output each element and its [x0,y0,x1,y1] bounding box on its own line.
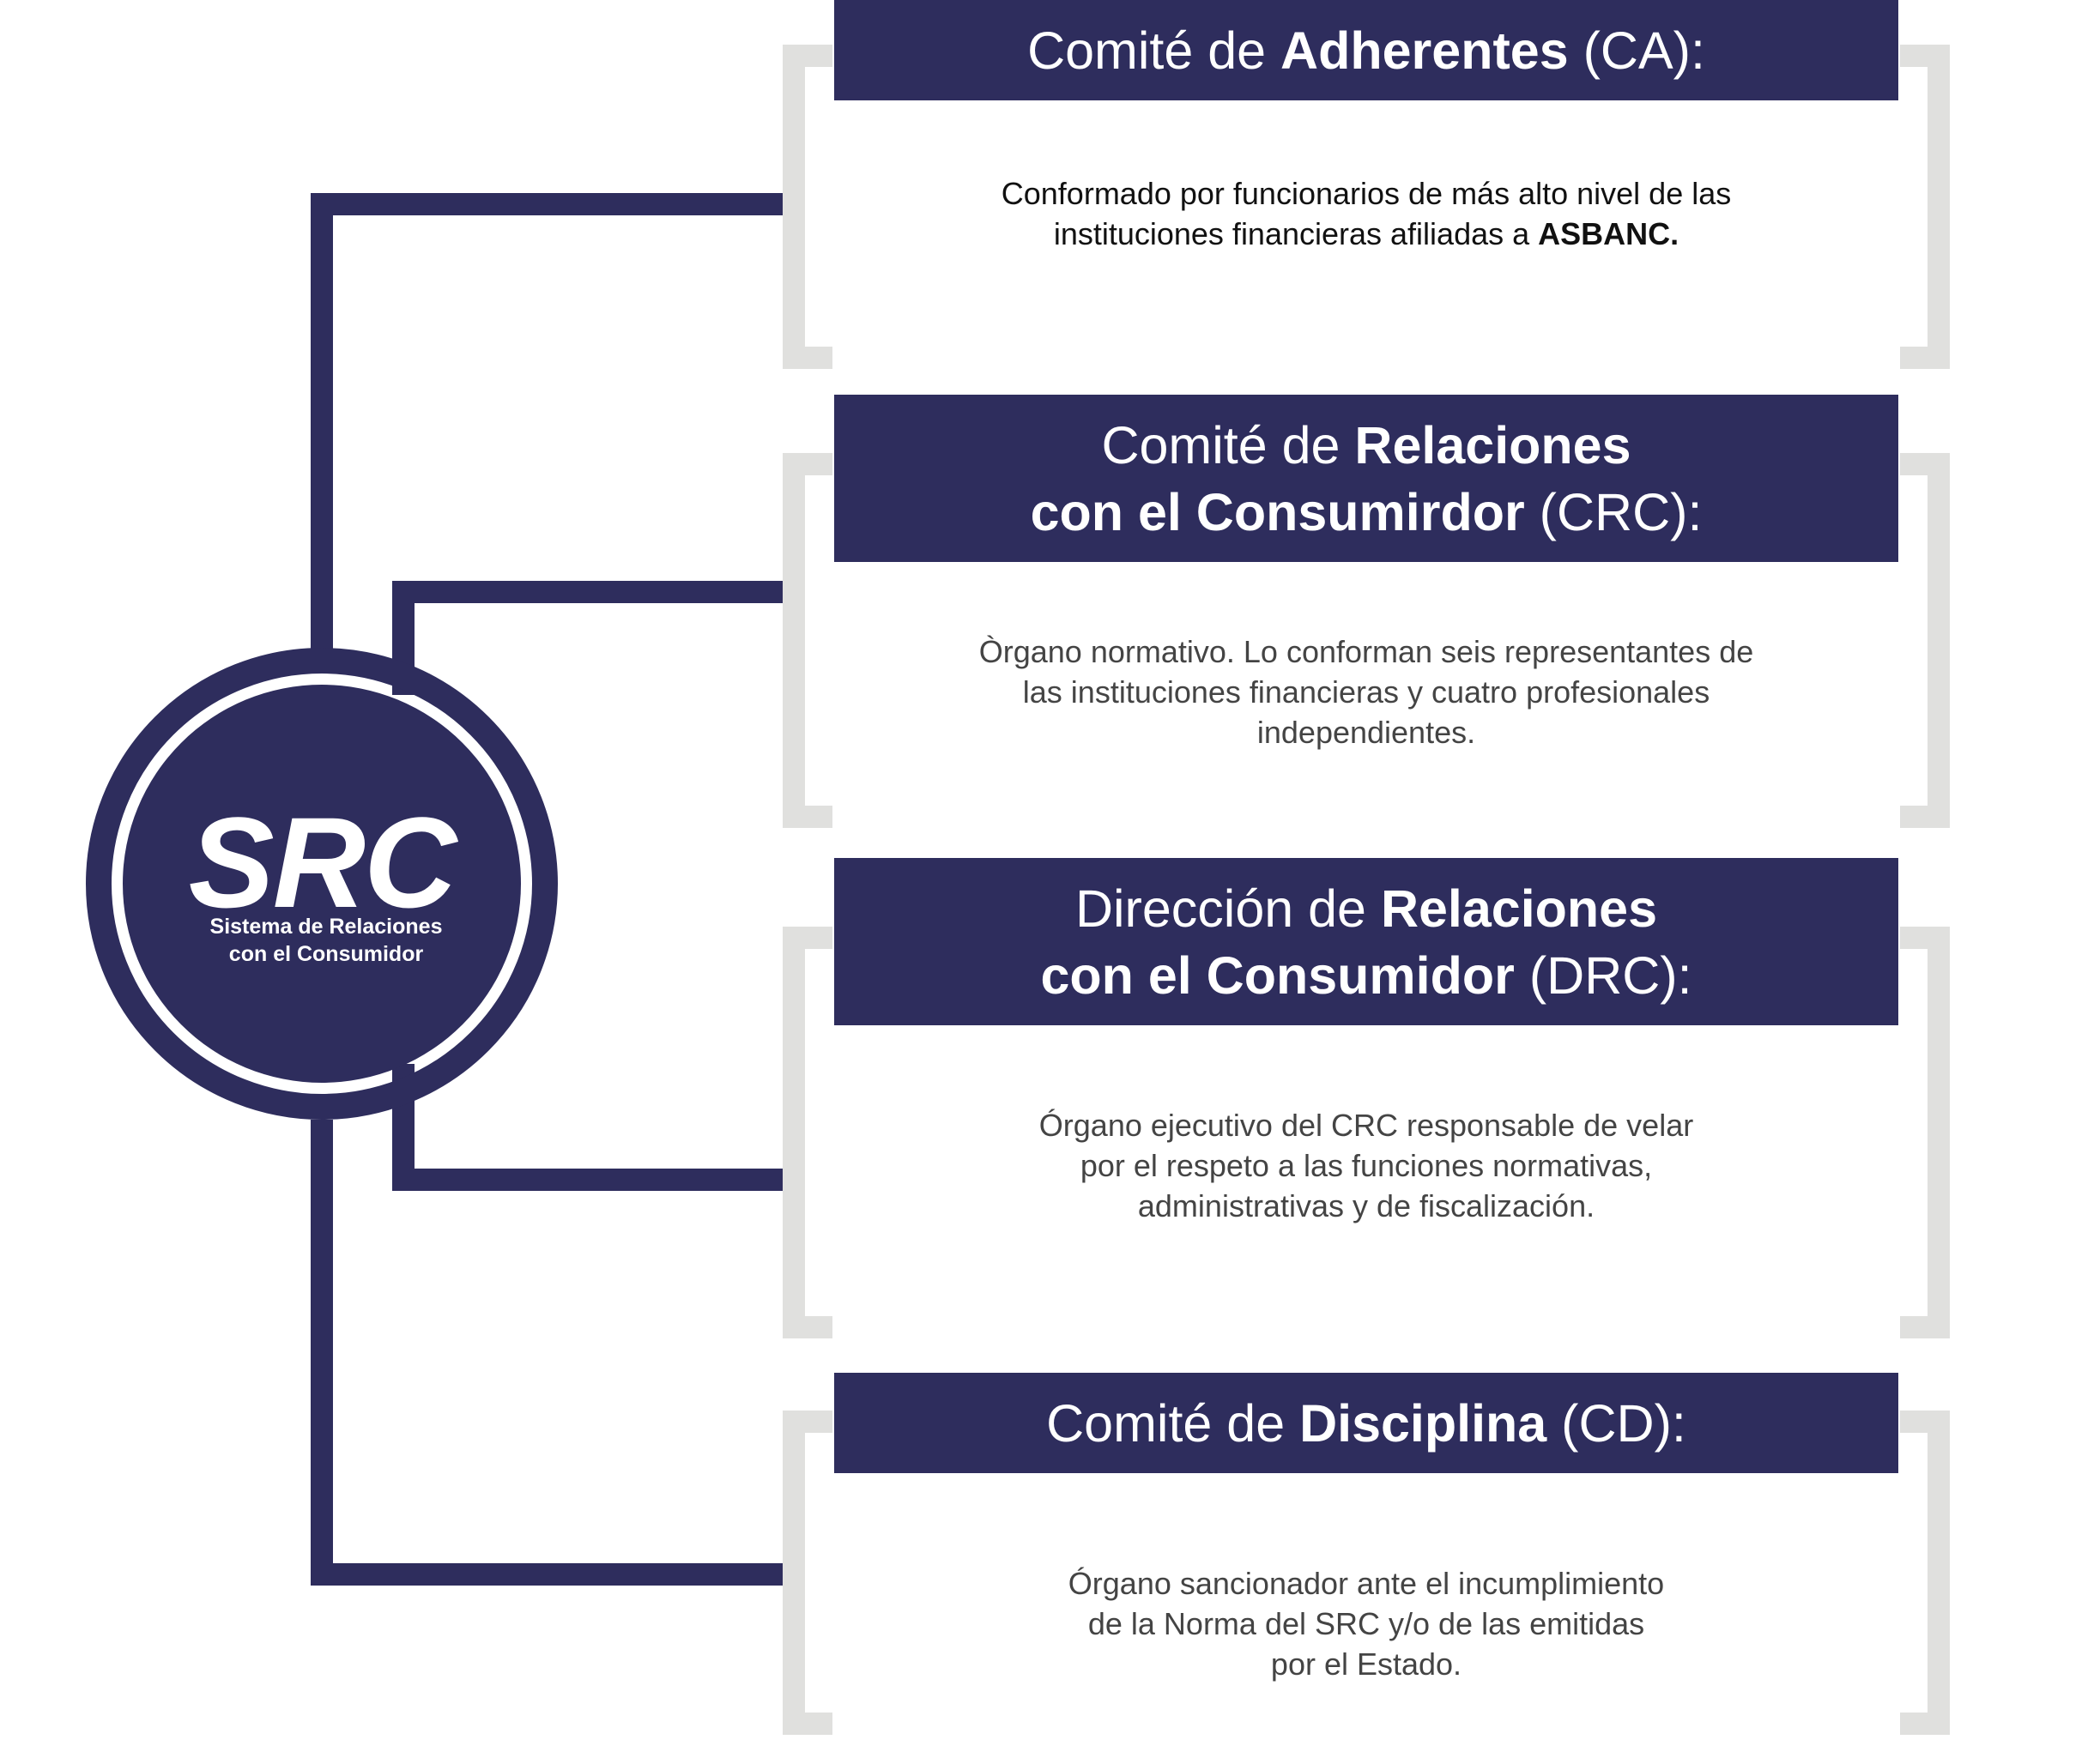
section-title-line: Comité de Relaciones [1101,415,1631,474]
section-header: Comité de Adherentes (CA): [834,0,1898,100]
description-line: por el Estado. [1270,1646,1462,1682]
section-header: Comité de Relaciones con el Consumirdor … [834,395,1898,562]
connector-drc [392,1064,783,1191]
description-line: Órgano ejecutivo del CRC responsable de … [1038,1108,1694,1143]
description-line: por el respeto a las funciones normativa… [1080,1148,1653,1183]
description-line: administrativas y de fiscalización. [1137,1188,1595,1223]
bracket-right [1900,453,1950,828]
connector-crc [392,581,783,695]
description-line: Òrgano normativo. Lo conforman seis repr… [978,634,1754,669]
section-crc: Comité de Relaciones con el Consumirdor … [783,395,1950,828]
section-description: Òrgano normativo. Lo conforman seis repr… [911,631,1821,752]
section-header: Comité de Disciplina (CD): [834,1373,1898,1473]
logo-inner-disc [123,685,521,1083]
section-header: Dirección de Relaciones con el Consumido… [834,858,1898,1025]
section-cd: Comité de Disciplina (CD): Órgano sancio… [783,1373,1950,1735]
description-line: de la Norma del SRC y/o de las emitidas [1087,1606,1645,1641]
description-line: Órgano sancionador ante el incumplimient… [1068,1566,1665,1601]
section-title: Comité de Adherentes (CA): [1027,21,1705,80]
connector-ca [311,193,783,652]
logo-title: SRC [188,790,457,934]
description-line: las instituciones financieras y cuatro p… [1022,674,1710,710]
description-line: independientes. [1256,715,1476,750]
section-drc: Dirección de Relaciones con el Consumido… [783,858,1950,1338]
logo-subtitle: Sistema de Relaciones con el Consumidor [176,913,476,968]
description-line: Conformado por funcionarios de más alto … [1001,176,1732,211]
section-title-line: Dirección de Relaciones [1074,879,1658,938]
logo-subtitle-line: Sistema de Relaciones [209,915,443,939]
description-line: instituciones financieras afiliadas a AS… [1053,216,1679,251]
section-title: Comité de Disciplina (CD): [1046,1393,1686,1453]
bracket-right [1900,927,1950,1338]
bracket-left [783,1411,832,1735]
section-description: Órgano ejecutivo del CRC responsable de … [911,1105,1821,1226]
section-title-line: con el Consumirdor (CRC): [1030,482,1703,541]
bracket-left [783,453,832,828]
bracket-right [1900,45,1950,369]
logo-outer-ring [86,648,558,1120]
section-description: Conformado por funcionarios de más alto … [911,173,1821,254]
logo-subtitle-line: con el Consumidor [228,942,424,966]
section-ca: Comité de Adherentes (CA): Conformado po… [783,0,1950,369]
section-title-line: con el Consumidor (DRC): [1040,945,1692,1005]
bracket-right [1900,1411,1950,1735]
bracket-left [783,45,832,369]
bracket-left [783,927,832,1338]
section-description: Órgano sancionador ante el incumplimient… [911,1563,1821,1684]
connector-cd [311,1120,783,1586]
